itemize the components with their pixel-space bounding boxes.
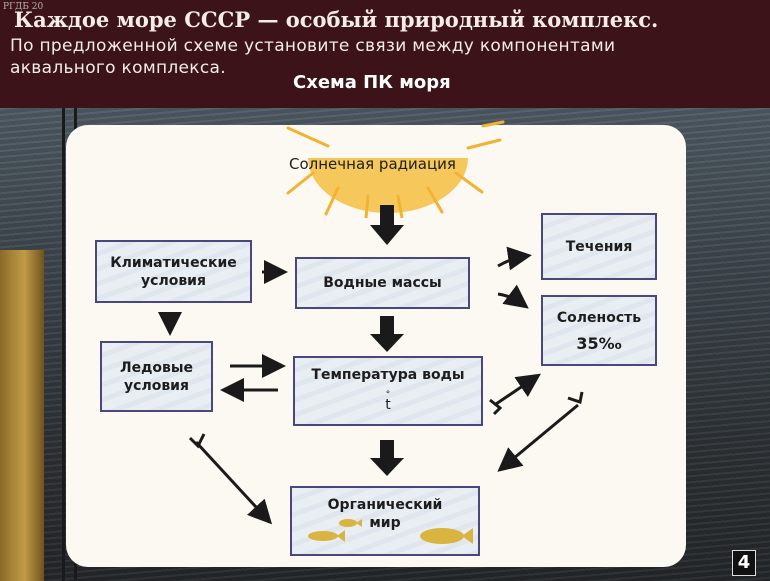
sun-icon — [286, 120, 505, 218]
temperature-t: t — [385, 397, 391, 413]
library-watermark: РГДБ 20 — [3, 2, 44, 12]
arrow-tail — [188, 433, 206, 449]
temperature-label: Температура воды — [311, 367, 465, 383]
salinity-box: Соленость 35‰ — [541, 295, 657, 366]
arrow-sun-to-water — [370, 205, 404, 245]
salinity-value: 35‰ — [576, 333, 622, 353]
temperature-symbol: ° t — [385, 390, 391, 413]
arrow-water-to-temp — [370, 316, 404, 352]
organic-world-box: Органический мир — [290, 486, 480, 556]
fish-icon — [420, 528, 473, 544]
arrow-tail — [489, 398, 503, 416]
climate-label-1: Климатические — [110, 254, 237, 271]
salinity-label: Соленость — [556, 309, 642, 326]
ice-conditions-box: Ледовые условия — [100, 341, 213, 412]
page-number-badge: 4 — [732, 550, 756, 576]
currents-box: Течения — [541, 213, 657, 280]
task-line-1: По предложенной схеме установите связи м… — [10, 36, 616, 56]
heading-line-1: Каждое море СССР — особый природный комп… — [14, 7, 659, 32]
arrow-ice-to-organic — [194, 440, 273, 525]
water-temperature-box: Температура воды ° t — [293, 356, 483, 426]
organic-label-1: Органический — [327, 497, 443, 513]
arrow-temp-to-organic — [370, 440, 404, 476]
ice-label-1: Ледовые — [119, 359, 194, 376]
arrow-tail — [567, 391, 584, 404]
organic-label-2: мир — [369, 515, 401, 531]
arrow-temp-to-salinity — [495, 373, 541, 406]
ship-sail — [0, 250, 44, 581]
water-masses-box: Водные массы — [295, 257, 470, 309]
sun-radiation-label: Солнечная радиация — [289, 155, 456, 173]
arrow-water-to-salinity — [497, 284, 529, 309]
ship-mast — [62, 108, 65, 581]
slide-header: РГДБ 20 Каждое море СССР — особый природ… — [0, 0, 770, 108]
temperature-degree: ° — [385, 390, 391, 400]
fish-icon — [308, 530, 345, 542]
currents-label: Течения — [565, 238, 633, 255]
ice-label-2: условия — [124, 377, 189, 394]
arrow-water-to-currents — [497, 246, 532, 271]
fish-icon — [339, 519, 362, 527]
climate-label-2: условия — [141, 272, 206, 289]
schema-title: Схема ПК моря — [293, 72, 451, 93]
task-line-2: аквального комплекса. — [10, 58, 226, 78]
arrow-salinity-to-organic — [497, 403, 579, 472]
water-masses-label: Водные массы — [323, 275, 442, 291]
climate-box: Климатические условия — [95, 240, 252, 303]
